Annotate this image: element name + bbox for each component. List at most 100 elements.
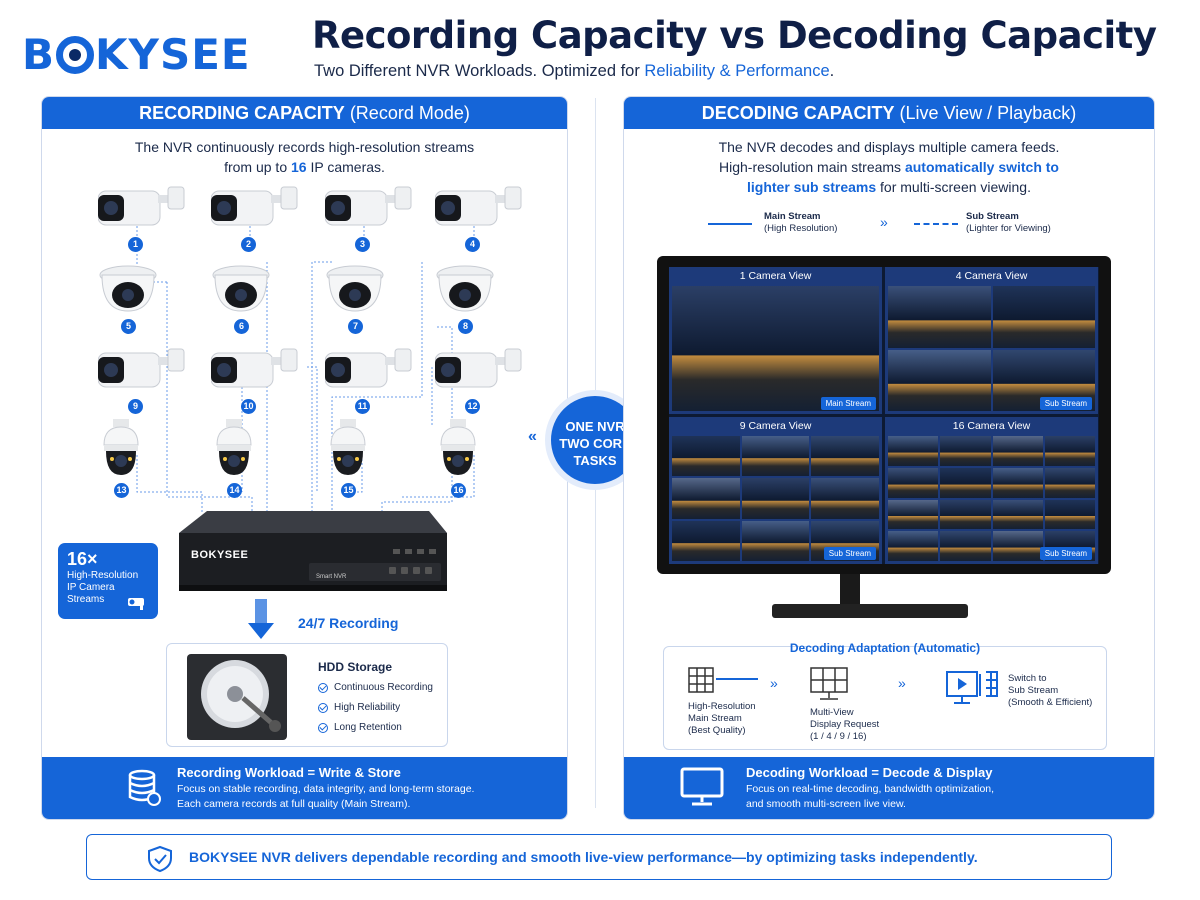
double-chevron-icon: » [880,214,888,230]
page-title: Recording Capacity vs Decoding Capacity [312,14,1157,57]
bullet-camera-icon [434,185,525,238]
sub-stream-sublabel: (Lighter for Viewing) [966,223,1051,234]
hard-drive-icon [187,654,287,740]
check-icon [318,702,328,713]
camera-feed-tile [741,478,810,519]
camera-number-badge: 16 [451,483,466,498]
multiview-monitor-icon [810,667,848,700]
dome-camera-icon [325,263,385,320]
recording-workload-line2: Each camera records at full quality (Mai… [177,798,411,810]
camera-feed-tile [672,436,740,477]
decoding-workload-footer: Decoding Workload = Decode & Display Foc… [624,757,1154,819]
camera-number-badge: 6 [234,319,249,334]
camera-view-title: 16 Camera View [952,420,1031,432]
ptz-camera-icon [435,419,481,484]
hdd-title: HDD Storage [318,660,393,674]
bullet-camera-icon [324,185,415,238]
grid-icon [688,667,758,693]
monitor-icon [680,767,724,806]
stream-count-badge: 16× High-Resolution IP Camera Streams [58,543,158,619]
eye-icon [56,35,95,74]
camera-feed-tile [992,436,1043,466]
hdd-feature-item: Long Retention [318,722,433,733]
camera-feed-tile [1044,467,1095,498]
bullet-camera-icon [97,347,188,400]
main-stream-label: Main Stream [764,211,821,222]
camera-number-badge: 11 [355,399,370,414]
camera-number-badge: 8 [458,319,473,334]
shield-check-icon [148,845,172,873]
camera-feed-tile [888,467,939,498]
camera-feed-tile [992,531,1043,561]
stream-tag: Sub Stream [1039,397,1092,410]
camera-feed-tile [940,499,991,530]
camera-feed-tile [888,531,939,561]
check-icon [318,682,328,693]
recording-panel-header: RECORDING CAPACITY (Record Mode) [42,97,567,129]
step-arrow-icon: » [770,675,778,691]
check-icon [318,722,328,733]
step-arrow-icon: » [898,675,906,691]
camera-feed-tile [811,478,879,519]
camera-number-badge: 10 [241,399,256,414]
bullet-camera-icon [210,347,301,400]
camera-number-badge: 12 [465,399,480,414]
decoding-workload-line1: Focus on real-time decoding, bandwidth o… [746,783,995,795]
monitor-stand [840,574,860,606]
sub-stream-line [914,223,958,225]
main-stream-sublabel: (High Resolution) [764,223,838,234]
page-subtitle: Two Different NVR Workloads. Optimized f… [314,62,835,80]
camera-feed-tile [1044,499,1095,530]
camera-feed-tile [992,286,1095,348]
sub-stream-label: Sub Stream [966,211,1019,222]
bullet-camera-icon [324,347,415,400]
stream-legend: Main Stream(High Resolution) » Sub Strea… [708,211,1108,241]
camera-number-badge: 7 [348,319,363,334]
camera-number-badge: 9 [128,399,143,414]
bullet-camera-icon [210,185,301,238]
adaptation-title: Decoding Adaptation (Automatic) [789,641,981,655]
camera-number-badge: 2 [241,237,256,252]
recording-workload-line1: Focus on stable recording, data integrit… [177,783,475,795]
recording-label: 24/7 Recording [298,615,399,631]
down-arrow-icon [248,599,274,639]
stream-tag: Sub Stream [1039,547,1092,560]
camera-feed-tile [672,520,740,561]
recording-panel: RECORDING CAPACITY (Record Mode) The NVR… [41,96,568,820]
camera-number-badge: 14 [227,483,242,498]
camera-feed-tile [741,436,810,477]
recording-workload-footer: Recording Workload = Write & Store Focus… [42,757,567,819]
nvr-brand-label: BOKYSEE [191,549,249,561]
camera-view-title: 1 Camera View [739,270,812,282]
camera-number-badge: 5 [121,319,136,334]
recording-workload-title: Recording Workload = Write & Store [177,765,401,780]
camera-feed-tile [888,499,939,530]
stream-tag: Sub Stream [823,547,876,560]
camera-number-badge: 15 [341,483,356,498]
camera-feed-tile [940,467,991,498]
monitor-base [772,604,968,618]
bullet-camera-icon [434,347,525,400]
bottom-banner: BOKYSEE NVR delivers dependable recordin… [86,834,1112,880]
switch-stream-icon [946,671,998,704]
dome-camera-icon [435,263,495,320]
camera-number-badge: 1 [128,237,143,252]
camera-feed-tile [1044,436,1095,466]
camera-feed-tile [940,531,991,561]
hdd-feature-item: High Reliability [318,702,433,713]
hdd-feature-item: Continuous Recording [318,682,433,693]
recording-description: The NVR continuously records high-resolu… [134,139,475,175]
camera-feed-tile [888,286,991,348]
main-stream-line [708,223,752,225]
camera-view-title: 9 Camera View [739,420,812,432]
nvr-device [179,511,447,591]
decoding-workload-line2: and smooth multi-screen live view. [746,798,906,810]
